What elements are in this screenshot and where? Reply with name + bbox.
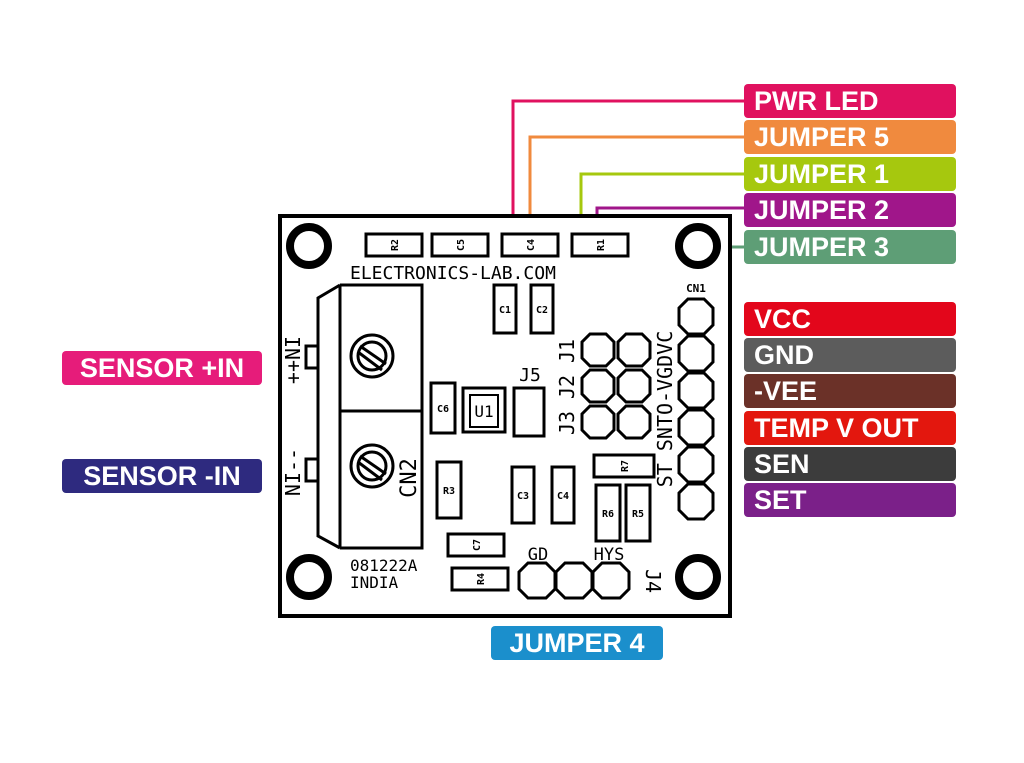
date-code: 081222A [350,556,418,575]
callout-vcc: VCC [744,302,956,336]
r3-footprint [435,460,463,520]
hys-label: HYS [594,545,625,565]
c1-label: C1 [499,305,511,316]
r1-label: R1 [596,239,607,251]
c5-footprint [430,232,490,258]
in-plus-silk: ++NI [281,336,305,384]
mounting-hole-bottom-left [286,554,332,600]
j3-label: J3 [555,411,579,435]
j2-label: J2 [555,375,579,399]
j5-footprint [512,386,546,438]
callout-sensor-plus-in: SENSOR +IN [62,351,262,385]
terminal-screw-plus [349,333,395,379]
u1-inner [469,394,499,428]
j4-header [517,561,631,600]
cn1-label: CN1 [686,282,706,295]
c2-label: C2 [536,305,548,316]
cn1-pin-names: ST SNTO-VGDVC [653,331,677,488]
r7-label: R7 [620,460,631,472]
callout-sen: SEN [744,447,956,481]
r3-label: R3 [443,486,455,497]
c7-label: C7 [472,539,483,551]
c4-top-footprint [500,232,560,258]
callout-gnd: GND [744,338,956,372]
cn2-terminal-block [304,283,424,550]
gd-label: GD [528,545,548,565]
c3-label: C3 [517,491,529,502]
c4-top-label: C4 [526,239,537,251]
c1-footprint [492,283,518,335]
c4-label: C4 [557,491,569,502]
callout-vee: -VEE [744,374,956,408]
callout-jumper4: JUMPER 4 [491,626,663,660]
cn2-label: CN2 [397,458,422,498]
r5-label: R5 [632,509,644,520]
mounting-hole-top-right [675,223,721,269]
mounting-holes [286,223,721,600]
in-minus-silk: NI-- [281,448,305,496]
mounting-hole-bottom-right [675,554,721,600]
callout-jumper5: JUMPER 5 [744,120,956,154]
callout-jumper2: JUMPER 2 [744,193,956,227]
c3-footprint [510,465,536,525]
j1-j3-jumper-block [580,332,652,440]
c7-footprint [446,532,506,558]
r6-footprint [594,483,622,543]
r6-label: R6 [602,509,614,520]
cn1-header [677,297,715,521]
callout-set: SET [744,483,956,517]
c6-footprint [429,381,457,435]
callout-sensor-minus-in: SENSOR -IN [62,459,262,493]
j5-label: J5 [519,365,541,386]
r5-footprint [624,483,652,543]
terminal-screw-minus [349,443,395,489]
country-text: INDIA [350,573,399,592]
j4-label: J4 [641,569,665,593]
pwr-led-leader [511,99,744,238]
r7-footprint [592,453,656,479]
callout-temp-v-out: TEMP V OUT [744,411,956,445]
r2-footprint [364,232,424,258]
brand-text: ELECTRONICS-LAB.COM [350,263,556,284]
j1-label: J1 [555,339,579,363]
callout-pwr-led: PWR LED [744,84,956,118]
c4-footprint [550,465,576,525]
r1-footprint [570,232,630,258]
c2-footprint [529,283,555,335]
r4-label: R4 [476,573,487,585]
c5-label: C5 [456,239,467,251]
callout-jumper3: JUMPER 3 [744,230,956,264]
r2-label: R2 [390,239,401,251]
r4-footprint [450,566,510,592]
callout-jumper1: JUMPER 1 [744,157,956,191]
c6-label: C6 [437,404,449,415]
mounting-hole-top-left [286,223,332,269]
u1-label: U1 [474,402,493,421]
